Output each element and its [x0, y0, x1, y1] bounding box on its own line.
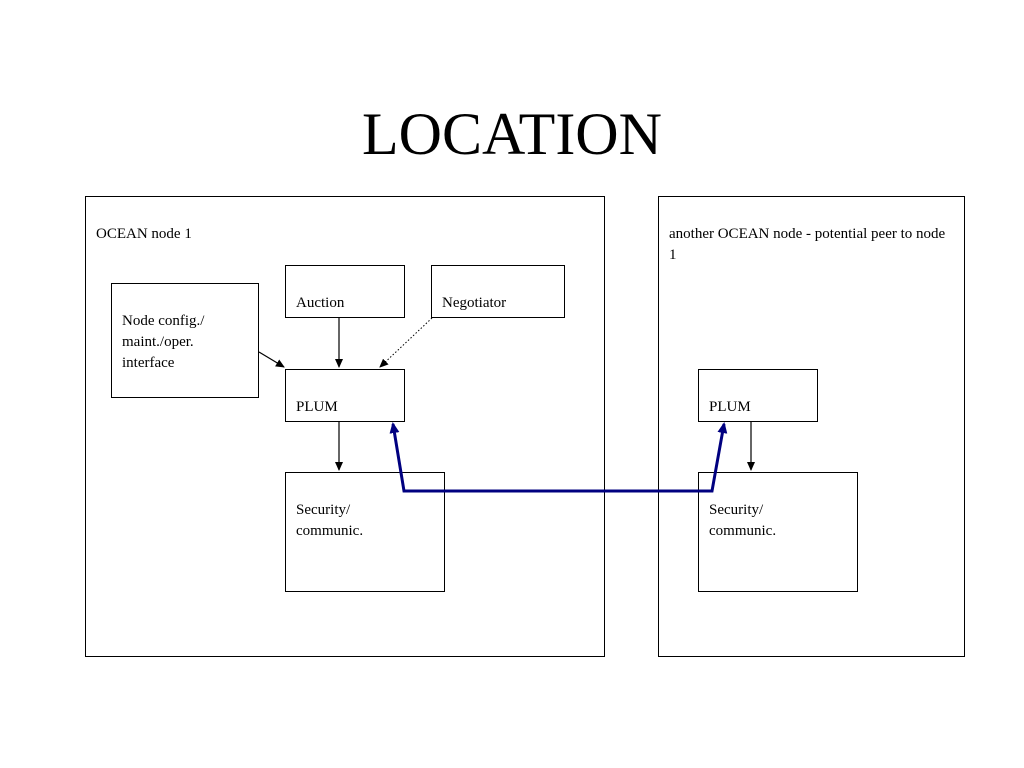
- node-config-interface-box: Node config./ maint./oper. interface: [111, 283, 259, 398]
- plum-box-node-2: PLUM: [698, 369, 818, 422]
- plum-label-node-2: PLUM: [709, 399, 751, 415]
- security-label-node-1: Security/ communic.: [296, 502, 364, 539]
- security-box-node-1: Security/ communic.: [285, 472, 445, 592]
- node-config-label: Node config./ maint./oper. interface: [122, 313, 205, 371]
- security-box-node-2: Security/ communic.: [698, 472, 858, 592]
- peer-link-to-plum-node-1: [389, 422, 558, 493]
- ocean-node-1-label: OCEAN node 1: [96, 226, 192, 242]
- auction-box: Auction: [285, 265, 405, 318]
- security-label-node-2: Security/ communic.: [709, 502, 777, 539]
- slide-title: LOCATION: [362, 101, 662, 167]
- negotiator-box: Negotiator: [431, 265, 565, 318]
- ocean-node-2-label: another OCEAN node - potential peer to n…: [669, 226, 946, 263]
- arrow-negotiator-to-plum: [379, 317, 433, 368]
- arrow-config-to-plum: [258, 351, 285, 368]
- plum-box-node-1: PLUM: [285, 369, 405, 422]
- ocean-node-2-container: another OCEAN node - potential peer to n…: [658, 196, 965, 657]
- negotiator-label: Negotiator: [442, 295, 507, 311]
- peer-link-to-plum-node-2: [558, 422, 728, 493]
- ocean-node-1-container: OCEAN node 1: [85, 196, 605, 657]
- auction-label: Auction: [296, 295, 345, 311]
- plum-label-node-1: PLUM: [296, 399, 338, 415]
